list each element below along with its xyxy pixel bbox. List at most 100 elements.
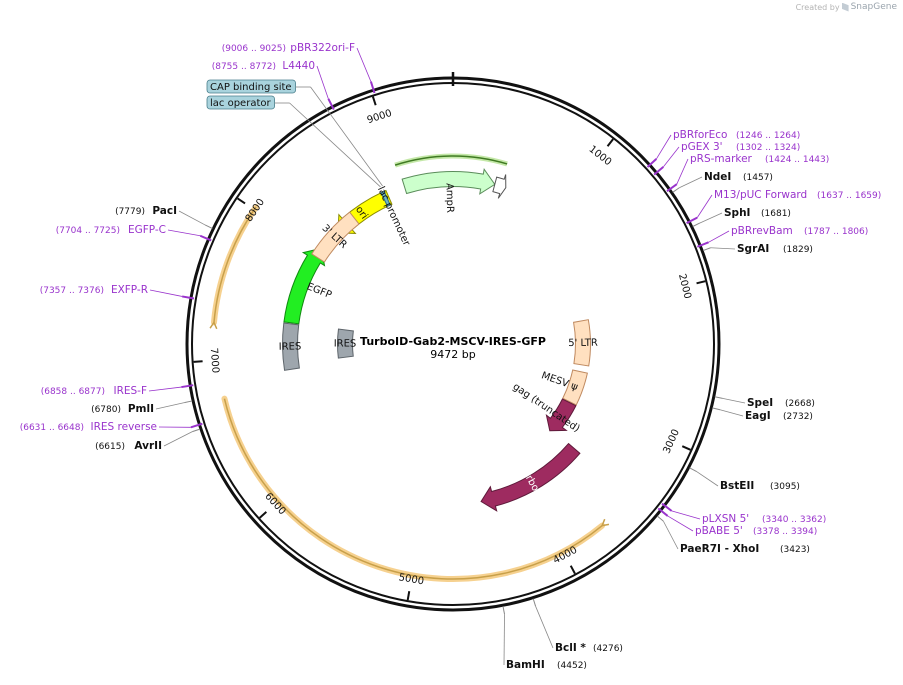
leader-line (178, 210, 206, 226)
site-name[interactable]: SpeI (747, 397, 773, 409)
site-name[interactable]: SgrAI (737, 243, 769, 255)
site-position: (6780) (91, 405, 121, 415)
primer-mark (686, 216, 698, 224)
site-name[interactable]: PacI (152, 205, 177, 217)
site-position: (6858 .. 6877) (41, 387, 105, 397)
primer-mark (666, 183, 678, 192)
site-name[interactable]: IRES reverse (91, 421, 158, 433)
orange-arc-egfp (213, 206, 257, 323)
leader-line (696, 471, 719, 487)
feature-gag-truncated-[interactable] (545, 398, 577, 432)
primer-mark (327, 98, 335, 111)
leader-line (356, 47, 372, 82)
site-position: (3423) (780, 545, 810, 555)
site-mark (702, 247, 711, 252)
boxed-label-cap-binding-site[interactable]: CAP binding site (206, 79, 383, 187)
primer-mark (657, 507, 669, 517)
site-name[interactable]: BamHI (506, 659, 545, 671)
tick-label: 7000 (208, 347, 221, 373)
site-name[interactable]: PmlI (128, 403, 154, 415)
feature-label: IRES (279, 341, 302, 352)
site-labels[interactable]: pBRforEco (1246 .. 1264) pGEX 3' (1302 .. 1… (20, 42, 882, 671)
site-name[interactable]: pRS-marker (690, 153, 753, 165)
primer-mark (369, 81, 376, 94)
site-position: (2732) (783, 412, 813, 422)
site-position: (1681) (761, 209, 791, 219)
site-name[interactable]: M13/pUC Forward (714, 189, 807, 201)
tick-8000 (237, 197, 246, 205)
tick-label: 9000 (366, 108, 394, 126)
site-name[interactable]: BstEII (720, 480, 754, 492)
site-name[interactable]: NdeI (704, 171, 731, 183)
site-name[interactable]: pBRrevBam (731, 225, 793, 237)
site-name[interactable]: EGFP-C (128, 224, 166, 236)
tick-2000 (696, 280, 706, 285)
site-position: (4452) (557, 661, 587, 671)
site-mark (192, 428, 201, 433)
boxed-label-lac-operator[interactable]: lac operator (206, 95, 381, 188)
feature-3-ltr[interactable] (311, 211, 360, 263)
feature-ires[interactable] (282, 322, 300, 371)
feature-5-ltr[interactable] (572, 319, 591, 367)
credit-brand: SnapGene (850, 2, 897, 12)
feature-lac-promoter[interactable] (380, 190, 391, 207)
site-position: (6631 .. 6648) (20, 423, 84, 433)
site-position: (3378 .. 3394) (753, 527, 817, 537)
site-name[interactable]: SphI (724, 207, 750, 219)
site-position: (3340 .. 3362) (762, 515, 826, 525)
orange-arc-egfp-head (209, 320, 218, 330)
feature-ires-inner[interactable] (337, 328, 354, 359)
green-arc (394, 155, 508, 166)
site-name[interactable]: pBR322ori-F (290, 42, 355, 54)
site-mark (204, 224, 213, 229)
site-name[interactable]: pGEX 3' (681, 141, 723, 153)
credit-prefix: Created by (795, 2, 840, 12)
feature-turboid[interactable] (480, 442, 581, 512)
site-name[interactable]: pLXSN 5' (702, 513, 749, 525)
site-name[interactable]: IRES-F (113, 385, 147, 397)
leader-line (708, 230, 730, 243)
site-name[interactable]: BclI * (555, 642, 586, 654)
site-name[interactable]: pBRforEco (673, 129, 727, 141)
site-name[interactable]: L4440 (282, 60, 315, 72)
feature-mesv-psi[interactable] (562, 369, 588, 406)
site-position: (1829) (783, 245, 813, 255)
site-name[interactable]: EagI (745, 410, 771, 422)
feature-ampr[interactable] (401, 167, 496, 195)
site-mark (184, 400, 193, 404)
primer-mark (696, 241, 709, 248)
site-position: (3095) (770, 482, 800, 492)
feature-ampr-promoter[interactable] (492, 174, 507, 199)
leader-line (656, 134, 672, 160)
leader-line (663, 146, 680, 168)
tick-1000 (606, 138, 614, 147)
tick-label: 2000 (676, 273, 693, 300)
leader-line (163, 431, 193, 447)
leader-line (310, 86, 383, 187)
feature-label: EGFP (305, 281, 333, 301)
site-position: (1246 .. 1264) (736, 131, 800, 141)
plasmid-name: TurboID-Gab2-MSCV-IRES-GFP (360, 335, 546, 348)
site-position: (2668) (785, 399, 815, 409)
site-mark (712, 407, 721, 411)
highlight-arcs (209, 153, 610, 582)
site-name[interactable]: pBABE 5' (695, 525, 743, 537)
site-position: (1302 .. 1324) (736, 143, 800, 153)
site-position: (9006 .. 9025) (222, 44, 286, 54)
leader-line (696, 194, 713, 218)
site-position: (1787 .. 1806) (804, 227, 868, 237)
leader-line (679, 176, 703, 189)
tick-label: 8000 (244, 197, 267, 224)
leader-line (155, 402, 185, 410)
site-name[interactable]: EXFP-R (111, 284, 148, 296)
site-mark (532, 598, 537, 607)
site-name[interactable]: AvrII (134, 440, 162, 452)
primer-mark (653, 166, 665, 176)
site-name[interactable]: PaeR7I - XhoI (680, 543, 759, 555)
tick-5000 (406, 590, 411, 601)
primer-mark (181, 295, 195, 300)
leader-line (149, 289, 183, 297)
leader-line (167, 229, 201, 237)
